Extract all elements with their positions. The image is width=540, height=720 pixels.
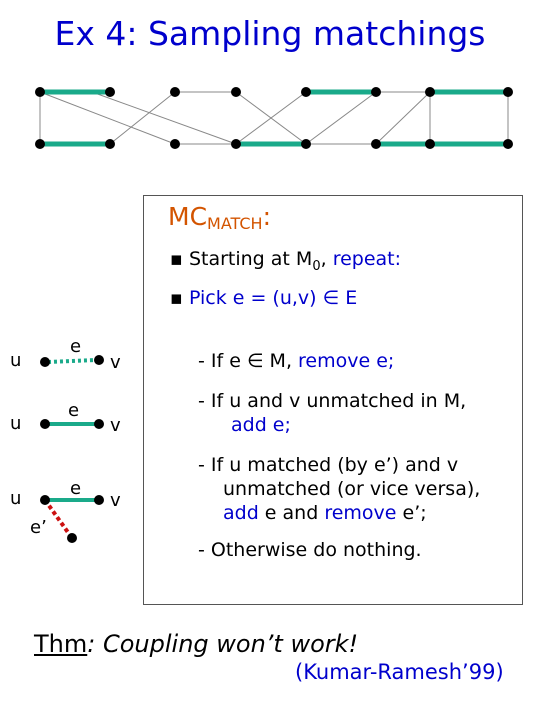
vertex (170, 87, 180, 97)
case-diagram-swap (40, 495, 104, 543)
slide-title: Ex 4: Sampling matchings (54, 14, 486, 53)
vertex-v (94, 419, 104, 429)
vertex (371, 139, 381, 149)
vertex (231, 139, 241, 149)
label-e: e (68, 400, 80, 421)
vertex-u (40, 495, 50, 505)
label-e: e (70, 478, 82, 499)
vertex (231, 87, 241, 97)
graph-vertices (35, 87, 513, 149)
matching-edges (37, 89, 511, 147)
graph-edge (235, 91, 307, 145)
label-v: v (110, 352, 121, 373)
citation: (Kumar-Ramesh’99) (295, 660, 504, 684)
vertex (503, 139, 513, 149)
case-otherwise: - Otherwise do nothing. (198, 539, 422, 561)
bullet-marker: ▪ (170, 248, 183, 270)
vertex (503, 87, 513, 97)
vertex-u (40, 357, 50, 367)
bullet-marker: ▪ (170, 287, 183, 309)
label-v: v (110, 490, 121, 511)
vertex (105, 87, 115, 97)
graph-edge (375, 91, 431, 145)
label-u: u (10, 413, 22, 434)
algorithm-name: MCMATCH: (168, 202, 272, 233)
bullet-pick: ▪ Pick e = (u,v) ∈ E (170, 287, 358, 309)
graph-edge (109, 91, 176, 145)
vertex (301, 87, 311, 97)
algorithm-box (143, 195, 523, 605)
case-remove: - If e ∈ M, remove e; (198, 350, 395, 372)
label-u: u (10, 488, 22, 509)
label-v: v (110, 415, 121, 436)
vertex (371, 87, 381, 97)
case-diagram-remove (40, 355, 104, 367)
vertex-u (40, 419, 50, 429)
bullet-start: ▪ Starting at M0, repeat: (170, 248, 402, 274)
label-e-prime: e’ (30, 517, 47, 538)
case-add: - If u and v unmatched in M, add e; (198, 390, 467, 436)
label-u: u (10, 350, 22, 371)
vertex (425, 139, 435, 149)
dotted-edge (47, 358, 97, 364)
vertex (35, 87, 45, 97)
graph-edge (39, 91, 176, 145)
vertex-w (67, 533, 77, 543)
vertex (105, 139, 115, 149)
graph-edges (39, 91, 509, 145)
vertex (170, 139, 180, 149)
case-swap: - If u matched (by e’) and v unmatched (… (198, 454, 481, 524)
vertex-v (94, 355, 104, 365)
vertex (35, 139, 45, 149)
vertex (425, 87, 435, 97)
removed-edge (43, 498, 74, 540)
vertex-v (94, 495, 104, 505)
case-diagram-add (40, 419, 104, 429)
graph-edge (91, 91, 237, 145)
label-e: e (70, 336, 82, 357)
theorem: Thm: Coupling won’t work! (34, 630, 359, 658)
graph-edge (305, 91, 377, 145)
vertex (301, 139, 311, 149)
